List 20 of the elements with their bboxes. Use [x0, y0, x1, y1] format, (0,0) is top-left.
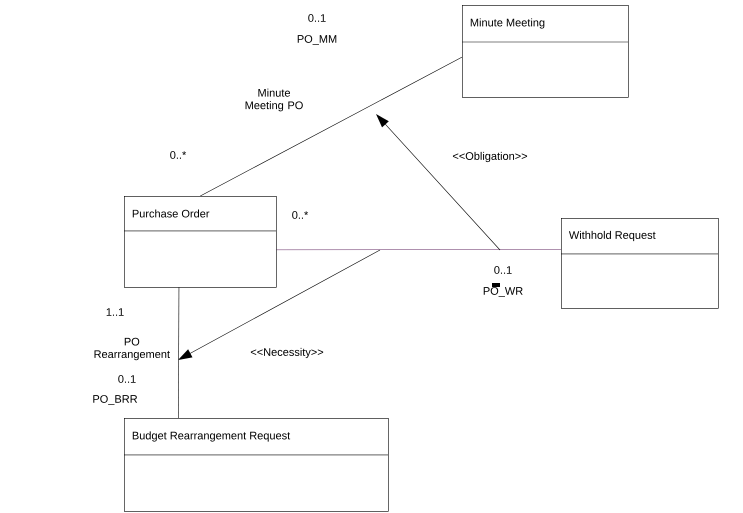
diagram-label: PO_MM — [298, 35, 336, 45]
association-line — [178, 287, 180, 418]
edge-label: Minute Meeting PO — [246, 88, 303, 112]
diagram-label: 1..1 — [106, 308, 124, 316]
diagram-label: <<Obligation>> — [452, 152, 528, 162]
diagram-label: PO_WR — [484, 287, 523, 297]
diagram-label: 0..1 — [308, 14, 326, 22]
class-box: Purchase Order — [124, 196, 277, 288]
class-box: Budget Rearrangement Request — [124, 418, 389, 512]
diagram-label: PO_BRR — [93, 395, 138, 405]
diagram-label: 0..* — [170, 151, 186, 159]
class-box: Minute Meeting — [462, 5, 629, 98]
diagram-label: 0..* — [292, 211, 308, 219]
association-line — [200, 56, 462, 196]
edge-label: PO Rearrangement — [94, 338, 170, 360]
class-box: Withhold Request — [560, 218, 719, 309]
association-line — [276, 249, 562, 250]
diagram-label: <<Necessity>> — [250, 348, 324, 358]
diagram-label: 0..1 — [494, 266, 512, 274]
diagram-label: 0..1 — [118, 375, 136, 383]
